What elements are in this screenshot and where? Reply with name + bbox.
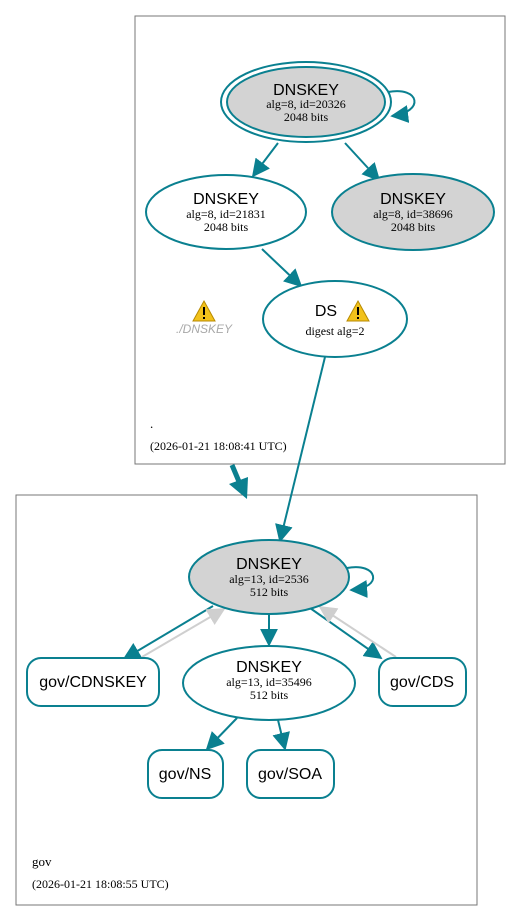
gov-cds-label: gov/CDS bbox=[390, 674, 454, 691]
gov-ksk-title: DNSKEY bbox=[236, 556, 302, 573]
missing-dnskey-label: ./DNSKEY bbox=[176, 322, 233, 336]
node-gov-cdnskey: gov/CDNSKEY bbox=[26, 657, 160, 707]
node-gov-soa: gov/SOA bbox=[246, 749, 335, 799]
ds-title: DS bbox=[315, 303, 337, 320]
edge-gov-ksk-to-cds bbox=[309, 607, 383, 660]
root-ksk-line2: 2048 bits bbox=[284, 110, 329, 124]
warning-icon bbox=[346, 299, 370, 322]
edge-zsk-to-soa bbox=[272, 719, 290, 751]
ds-line1: digest alg=2 bbox=[305, 324, 364, 338]
edge-ds-to-gov-ksk bbox=[275, 356, 326, 543]
node-root-ksk: DNSKEY alg=8, id=20326 2048 bits bbox=[220, 61, 392, 143]
edge-gov-ksk-to-cdnskey bbox=[122, 605, 214, 660]
edge-cdnskey-to-gov-ksk bbox=[141, 608, 226, 658]
node-root-zsk1: DNSKEY alg=8, id=21831 2048 bits bbox=[145, 174, 307, 250]
edge-gov-ksk-self bbox=[346, 566, 374, 598]
delegation-arrow bbox=[229, 464, 248, 499]
root-zone-box bbox=[134, 15, 506, 465]
node-missing-dnskey: ./DNSKEY bbox=[176, 299, 233, 336]
node-gov-ksk: DNSKEY alg=13, id=2536 512 bits bbox=[188, 539, 350, 615]
gov-soa-label: gov/SOA bbox=[258, 766, 322, 783]
root-zsk2-title: DNSKEY bbox=[380, 191, 446, 208]
root-zone-timestamp: (2026-01-21 18:08:41 UTC) bbox=[150, 439, 287, 453]
node-root-zsk2: DNSKEY alg=8, id=38696 2048 bits bbox=[331, 173, 495, 251]
edge-cds-to-gov-ksk bbox=[318, 606, 397, 658]
node-gov-ns: gov/NS bbox=[147, 749, 224, 799]
root-zsk1-line1: alg=8, id=21831 bbox=[186, 207, 266, 221]
edge-ksk-to-zsk1 bbox=[251, 142, 279, 178]
warning-icon bbox=[192, 299, 216, 322]
node-ds: DS digest alg=2 bbox=[262, 280, 408, 358]
gov-zsk-title: DNSKEY bbox=[236, 659, 302, 676]
edge-ksk-self bbox=[387, 90, 416, 123]
edge-ksk-to-zsk2 bbox=[344, 142, 381, 182]
gov-ksk-line1: alg=13, id=2536 bbox=[229, 572, 309, 586]
root-zsk1-title: DNSKEY bbox=[193, 191, 259, 208]
node-gov-zsk: DNSKEY alg=13, id=35496 512 bits bbox=[182, 645, 356, 721]
root-zsk1-line2: 2048 bits bbox=[204, 220, 249, 234]
root-zsk2-line2: 2048 bits bbox=[391, 220, 436, 234]
root-zsk2-line1: alg=8, id=38696 bbox=[373, 207, 453, 221]
gov-zone-timestamp: (2026-01-21 18:08:55 UTC) bbox=[32, 877, 169, 891]
edge-zsk1-to-ds bbox=[261, 248, 303, 288]
node-gov-cds: gov/CDS bbox=[378, 657, 467, 707]
root-ksk-title: DNSKEY bbox=[273, 82, 339, 99]
gov-ns-label: gov/NS bbox=[159, 766, 211, 783]
edge-zsk-to-ns bbox=[205, 717, 238, 751]
gov-cdnskey-label: gov/CDNSKEY bbox=[39, 674, 147, 691]
gov-zone-name: gov bbox=[32, 854, 52, 869]
root-zone-name: . bbox=[150, 416, 153, 431]
gov-ksk-line2: 512 bits bbox=[250, 585, 289, 599]
gov-zsk-line2: 512 bits bbox=[250, 688, 289, 702]
root-ksk-line1: alg=8, id=20326 bbox=[266, 97, 346, 111]
gov-zsk-line1: alg=13, id=35496 bbox=[226, 675, 312, 689]
